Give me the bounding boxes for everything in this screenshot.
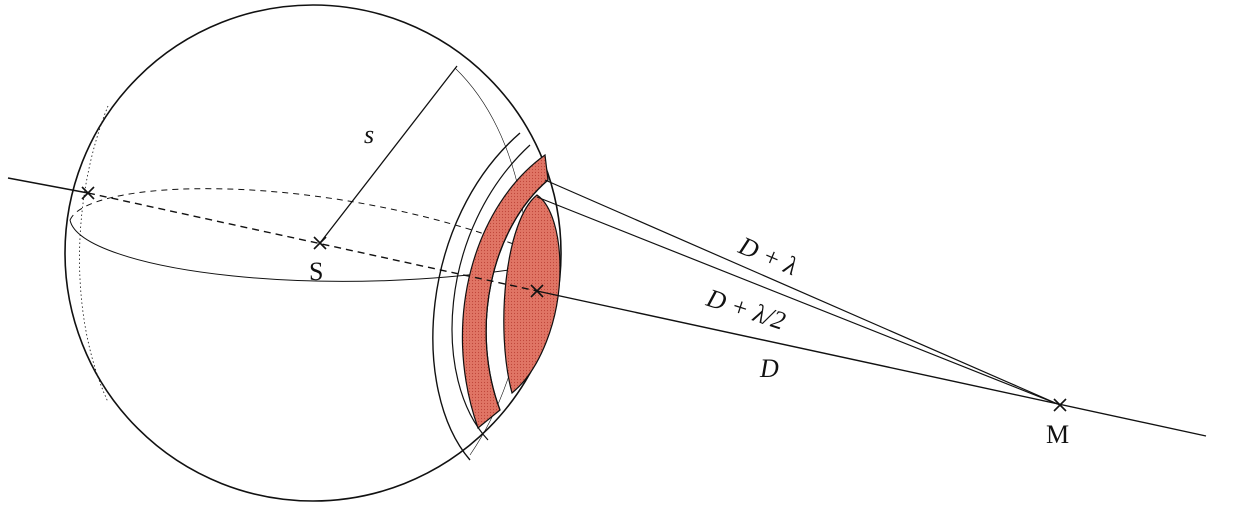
marker-center — [313, 236, 327, 250]
axis-line-right — [536, 290, 1207, 437]
ray-middle — [536, 196, 1061, 406]
marker-M — [1053, 398, 1067, 412]
label-point: M — [1046, 420, 1069, 449]
equator-back — [69, 188, 559, 263]
zone-boundary-2 — [451, 144, 531, 441]
zone-cap — [503, 194, 561, 395]
zone-boundary-outer — [432, 132, 521, 461]
label-path-mid: D + λ/2 — [702, 283, 789, 336]
zone-gap-ring — [485, 179, 549, 411]
label-path-far: D + λ — [734, 230, 802, 281]
axis-dashed — [87, 192, 538, 292]
equator-front — [69, 219, 559, 282]
wavefront-sphere — [64, 4, 562, 502]
sphere-left-meridian — [79, 105, 109, 403]
label-center: S — [309, 257, 323, 286]
marker-pole — [530, 284, 544, 298]
axis-line-left — [7, 177, 89, 194]
label-radius: s — [364, 120, 374, 149]
marker-left — [81, 186, 95, 200]
ray-outer — [544, 179, 1061, 406]
label-path-near: D — [759, 354, 779, 383]
radius-line — [319, 65, 458, 244]
